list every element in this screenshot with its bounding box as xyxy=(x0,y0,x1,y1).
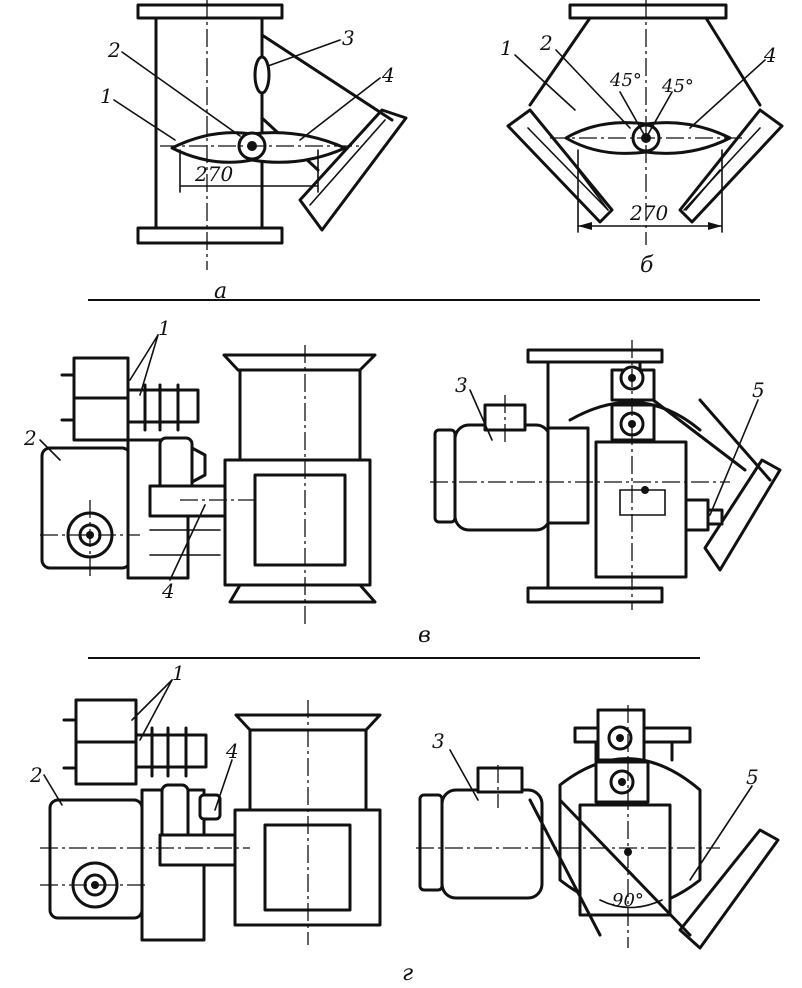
panel-d-callout-2: 2 xyxy=(29,763,43,787)
panel-d: 1 2 4 90° xyxy=(29,661,780,986)
panel-b-angle-left: 45° xyxy=(609,70,642,91)
panel-a-caption: а xyxy=(214,279,227,304)
panel-c-callout-1: 1 xyxy=(158,316,171,340)
panel-b-callout-4: 4 xyxy=(763,43,777,67)
panel-c-centerlines xyxy=(40,345,306,625)
panel-a-dimension: 270 xyxy=(179,149,319,193)
panel-d-caption: г xyxy=(402,961,413,986)
panel-d-callout-5: 5 xyxy=(746,765,759,789)
panel-b-callouts: 1 2 4 xyxy=(500,31,777,129)
panel-a-callout-1: 1 xyxy=(100,84,113,108)
panel-d-callouts-right: 3 5 xyxy=(432,729,759,881)
panel-a-damper-blade xyxy=(170,55,347,164)
panel-a-centerlines xyxy=(160,0,360,270)
panel-d-right-view: 90° xyxy=(418,708,780,950)
panel-d-callout-4: 4 xyxy=(225,739,239,763)
panel-b-centerlines xyxy=(550,0,745,245)
panel-a: 270 1 2 3 4 а xyxy=(100,0,408,304)
panel-d-pipe-section xyxy=(233,700,382,945)
panel-b: 270 45° 45° 1 2 4 б xyxy=(500,0,784,278)
panel-d-left-view xyxy=(48,698,237,942)
panel-c-callout-5: 5 xyxy=(752,378,765,402)
panel-c-right-view xyxy=(433,348,782,604)
panel-a-callout-2: 2 xyxy=(107,38,121,62)
panel-a-callout-4: 4 xyxy=(381,63,395,87)
panel-a-dimension-label: 270 xyxy=(194,162,233,186)
panel-b-angle-right: 45° xyxy=(661,76,694,97)
panel-d-callouts-left: 1 2 4 xyxy=(29,661,239,811)
panel-c-right-centerlines xyxy=(430,340,730,610)
panel-c-callout-3: 3 xyxy=(455,373,468,397)
panel-a-callout-3: 3 xyxy=(342,26,355,50)
panel-b-dimension: 270 45° 45° xyxy=(577,70,723,233)
panel-d-callout-3: 3 xyxy=(432,729,445,753)
panel-b-dimension-label: 270 xyxy=(629,201,668,225)
panel-c-callouts-right: 3 5 xyxy=(455,373,765,516)
panel-c-pipe-section xyxy=(222,353,377,604)
panel-d-callout-1: 1 xyxy=(172,661,185,685)
panel-d-centerlines xyxy=(40,847,250,886)
panel-a-callouts: 1 2 3 4 xyxy=(100,26,395,141)
panel-c-caption: в xyxy=(418,623,431,648)
panel-b-caption: б xyxy=(640,253,654,278)
panel-c-callouts-left: 1 2 4 xyxy=(23,316,206,603)
panel-d-right-centerlines xyxy=(416,705,720,948)
panel-c-callout-4: 4 xyxy=(161,579,175,603)
panel-c-callout-2: 2 xyxy=(23,426,37,450)
panel-c-left-view xyxy=(40,356,227,580)
panel-a-housing xyxy=(136,3,408,245)
panel-c: 1 2 4 xyxy=(23,316,782,648)
panel-d-angle: 90° xyxy=(612,890,644,911)
panel-b-callout-1: 1 xyxy=(500,36,513,60)
panel-b-callout-2: 2 xyxy=(539,31,553,55)
